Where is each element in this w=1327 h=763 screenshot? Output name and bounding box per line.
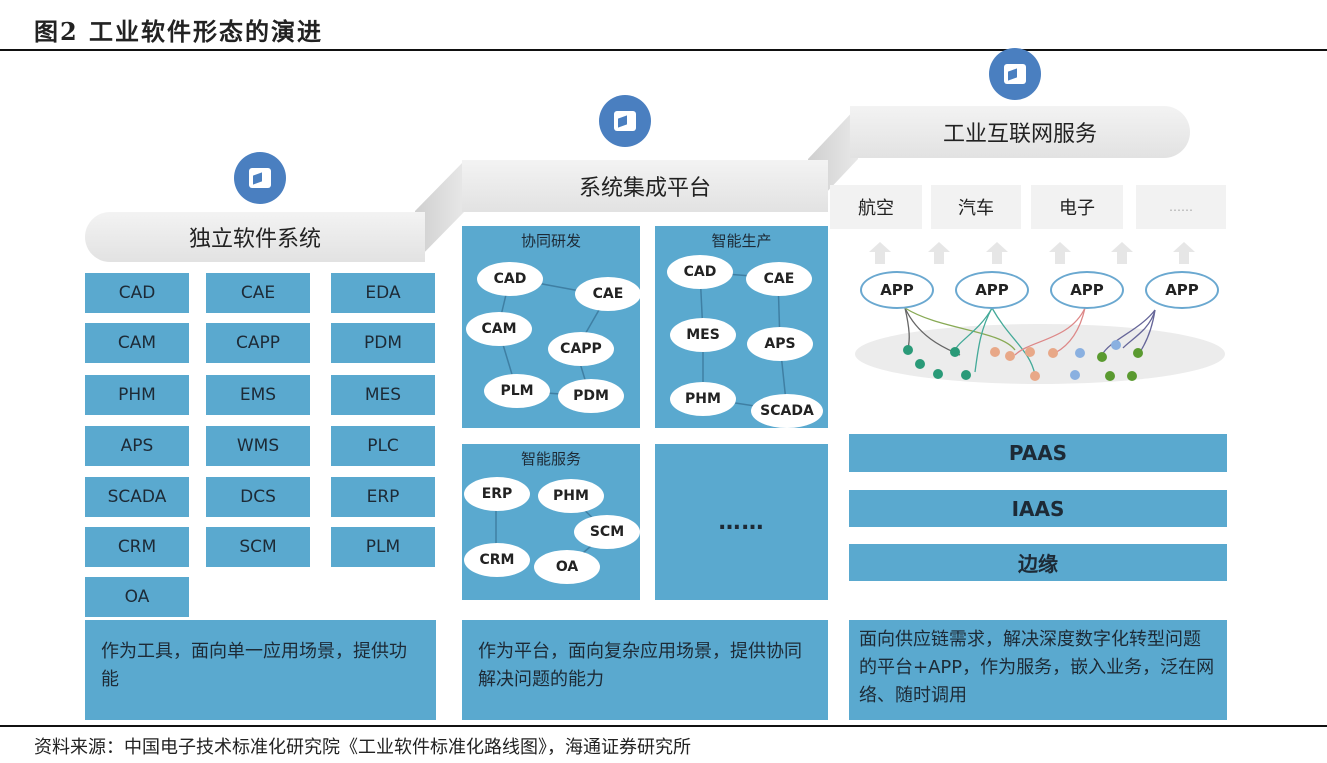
app-node: APP — [1050, 271, 1124, 309]
category-electronics: 电子 — [1031, 185, 1123, 229]
software-cell-cae: CAE — [206, 273, 310, 313]
bottom-rule — [0, 725, 1327, 727]
software-cell-capp: CAPP — [206, 323, 310, 363]
app-connections — [903, 307, 1156, 381]
stage2-banner: 系统集成平台 — [462, 160, 828, 212]
up-arrow-icon — [986, 242, 1008, 264]
node-cad: CAD — [477, 262, 543, 296]
panel-smart-service: 智能服务 ERP PHM SCM CRM OA — [462, 444, 640, 600]
node-cad: CAD — [667, 255, 733, 289]
stage2-description: 作为平台，面向复杂应用场景，提供协同解决问题的能力 — [462, 620, 828, 720]
category-automotive: 汽车 — [931, 185, 1021, 229]
node-oa: OA — [534, 550, 600, 584]
panel-more: …… — [655, 444, 828, 600]
box-icon — [599, 95, 651, 147]
stage3-banner: 工业互联网服务 — [850, 106, 1190, 158]
software-cell-scada: SCADA — [85, 477, 189, 517]
software-cell-cam: CAM — [85, 323, 189, 363]
node-cam: CAM — [466, 312, 532, 346]
device-pool — [855, 324, 1225, 384]
node-phm: PHM — [670, 382, 736, 416]
panel-collab-rd: 协同研发 CAD CAE CAM CAPP PLM PDM — [462, 226, 641, 428]
up-arrow-icon — [1173, 242, 1195, 264]
up-arrow-icon — [928, 242, 950, 264]
software-cell-oa: OA — [85, 577, 189, 617]
software-cell-plm: PLM — [331, 527, 435, 567]
node-aps: APS — [747, 327, 813, 361]
software-cell-eda: EDA — [331, 273, 435, 313]
top-rule — [0, 49, 1327, 51]
node-cae: CAE — [746, 262, 812, 296]
software-cell-cad: CAD — [85, 273, 189, 313]
box-icon — [989, 48, 1041, 100]
software-cell-plc: PLC — [331, 426, 435, 466]
box-icon — [234, 152, 286, 204]
panel-title: 智能生产 — [711, 232, 772, 250]
panel-title: 智能服务 — [520, 450, 581, 468]
figure-title: 图2 工业软件形态的演进 — [34, 17, 324, 46]
stage3-description: 面向供应链需求，解决深度数字化转型问题的平台+APP，作为服务，嵌入业务，泛在网… — [849, 620, 1227, 720]
category-more: …… — [1136, 185, 1226, 229]
node-phm: PHM — [538, 479, 604, 513]
software-cell-pdm: PDM — [331, 323, 435, 363]
up-arrow-icon — [1049, 242, 1071, 264]
layer-paas: PAAS — [849, 434, 1227, 472]
node-pdm: PDM — [558, 379, 624, 413]
software-cell-dcs: DCS — [206, 477, 310, 517]
software-cell-mes: MES — [331, 375, 435, 415]
node-mes: MES — [670, 318, 736, 352]
software-cell-aps: APS — [85, 426, 189, 466]
node-scm: SCM — [574, 515, 640, 549]
panel-title: 协同研发 — [520, 232, 581, 250]
up-arrow-icon — [869, 242, 891, 264]
stage1-banner: 独立软件系统 — [85, 212, 425, 262]
up-arrow-icon — [1111, 242, 1133, 264]
source-note: 资料来源：中国电子技术标准化研究院《工业软件标准化路线图》，海通证券研究所 — [34, 737, 691, 758]
node-capp: CAPP — [548, 332, 614, 366]
category-aviation: 航空 — [830, 185, 922, 229]
software-cell-scm: SCM — [206, 527, 310, 567]
node-scada: SCADA — [751, 394, 823, 428]
node-erp: ERP — [464, 477, 530, 511]
stage1-description: 作为工具，面向单一应用场景，提供功能 — [85, 620, 436, 720]
software-cell-erp: ERP — [331, 477, 435, 517]
software-cell-crm: CRM — [85, 527, 189, 567]
layer-iaas: IAAS — [849, 490, 1227, 527]
app-node: APP — [860, 271, 934, 309]
node-crm: CRM — [464, 543, 530, 577]
software-cell-ems: EMS — [206, 375, 310, 415]
app-node: APP — [955, 271, 1029, 309]
layer-edge: 边缘 — [849, 544, 1227, 581]
software-cell-wms: WMS — [206, 426, 310, 466]
node-cae: CAE — [575, 277, 641, 311]
software-cell-phm: PHM — [85, 375, 189, 415]
app-node: APP — [1145, 271, 1219, 309]
panel-smart-production: 智能生产 CAD CAE MES APS PHM SCADA — [655, 226, 828, 428]
node-plm: PLM — [484, 374, 550, 408]
